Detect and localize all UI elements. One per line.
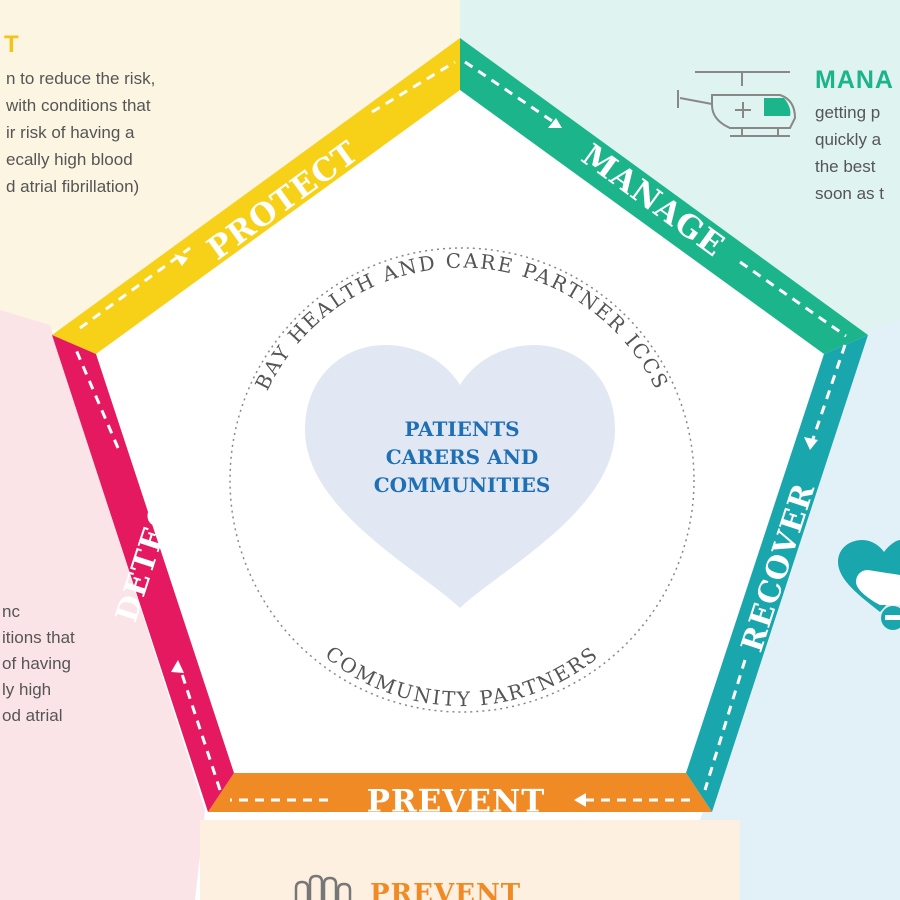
detect-panel-line-1: nc: [2, 602, 20, 621]
arrow-protect: [174, 254, 188, 266]
recover-region-bg: [700, 320, 900, 900]
manage-panel-line-2: quickly a: [815, 130, 882, 149]
flow-arrowheads: [171, 118, 818, 807]
protect-panel-heading: T: [4, 31, 19, 58]
recover-band: [686, 335, 868, 812]
manage-panel-heading: MANA: [815, 66, 894, 94]
flow-dashes: [72, 60, 847, 802]
arrow-recover: [804, 437, 818, 450]
detect-panel-line-5: od atrial: [2, 706, 62, 725]
detect-panel-line-4: ly high: [2, 680, 51, 699]
protect-panel-line-3: ir risk of having a: [6, 123, 135, 142]
protect-panel-line-5: d atrial fibrillation): [6, 177, 139, 196]
protect-panel-line-2: with conditions that: [5, 96, 151, 115]
manage-panel-line-4: soon as t: [815, 184, 884, 203]
prevent-label: PREVENT: [367, 784, 546, 820]
detect-panel-line-2: itions that: [2, 628, 75, 647]
prevent-panel: PREVENT: [294, 874, 521, 900]
protect-panel: T n to reduce the risk, with conditions …: [4, 31, 155, 196]
center-line-3: COMMUNITIES: [374, 473, 551, 497]
protect-panel-line-1: n to reduce the risk,: [6, 69, 155, 88]
prevent-region-bg: [200, 820, 740, 900]
manage-panel-line-1: getting p: [815, 103, 880, 122]
center-line-1: PATIENTS: [404, 417, 519, 441]
center-line-2: CARERS AND: [386, 445, 538, 469]
heart-shape: [305, 345, 615, 608]
detect-region-bg: [0, 310, 205, 900]
hand-icon: [294, 874, 352, 900]
arrow-detect: [171, 660, 184, 673]
protect-band: [52, 38, 460, 354]
detect-panel-line-3: of having: [2, 654, 71, 673]
manage-panel: MANA getting p quickly a the best soon a…: [677, 66, 894, 203]
manage-panel-line-3: the best: [815, 157, 876, 176]
arrow-manage: [548, 118, 562, 128]
protect-panel-line-4: ecally high blood: [6, 150, 133, 169]
helicopter-icon: [677, 71, 797, 137]
heart-hand-icon: [838, 540, 900, 630]
prevent-panel-heading: PREVENT: [370, 879, 521, 900]
manage-band: [460, 38, 868, 354]
cycle-bands: [52, 38, 868, 812]
detect-panel: nc itions that of having ly high od atri…: [2, 602, 75, 725]
arrow-prevent: [574, 793, 586, 807]
partners-ring: [229, 247, 695, 713]
